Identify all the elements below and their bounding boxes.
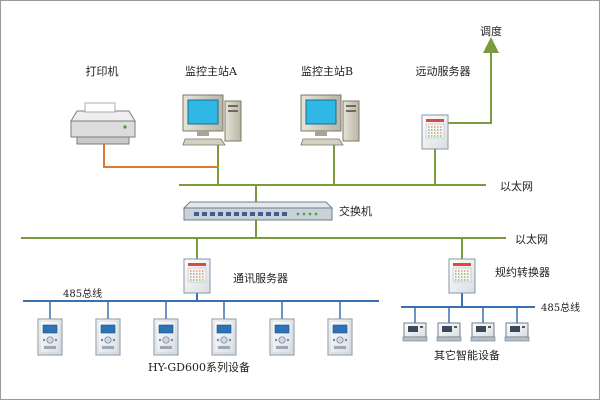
ethernet-lower-label: 以太网	[515, 233, 548, 246]
hy-gd600-device-icon	[153, 318, 179, 356]
smart-device-icon	[436, 322, 462, 342]
smart-device-icon	[470, 322, 496, 342]
hy-gd600-device-icon	[37, 318, 63, 356]
bus-right-label: 485总线	[541, 301, 580, 314]
station-b-label: 监控主站B	[301, 64, 353, 78]
switch-icon	[182, 201, 334, 221]
printer-icon	[70, 102, 136, 145]
printer-label: 打印机	[86, 64, 119, 78]
bus-left-label: 485总线	[63, 287, 102, 300]
protocol-converter-icon	[448, 258, 476, 294]
station-a-label: 监控主站A	[185, 64, 238, 78]
remote-server-icon	[421, 114, 449, 150]
hy-gd600-device-icon	[269, 318, 295, 356]
comm-server-icon	[183, 258, 211, 294]
switch-label: 交换机	[339, 204, 372, 218]
ethernet-upper-label: 以太网	[500, 180, 533, 193]
protocol-converter-label: 规约转换器	[495, 265, 550, 279]
hy-gd600-device-icon	[95, 318, 121, 356]
dispatch-arrow	[448, 37, 499, 124]
printer-cable	[103, 143, 218, 168]
hy-gd600-devices-label: HY-GD600系列设备	[148, 360, 250, 374]
smart-device-icon	[402, 322, 428, 342]
station-a-computer-icon	[182, 94, 242, 146]
other-smart-devices-label: 其它智能设备	[434, 348, 500, 362]
hy-gd600-device-icon	[211, 318, 237, 356]
remote-server-label: 远动服务器	[416, 65, 471, 78]
station-b-computer-icon	[300, 94, 360, 146]
hy-gd600-device-icon	[327, 318, 353, 356]
smart-device-icon	[504, 322, 530, 342]
dispatch-label: 调度	[480, 24, 502, 38]
comm-server-label: 通讯服务器	[233, 272, 288, 285]
